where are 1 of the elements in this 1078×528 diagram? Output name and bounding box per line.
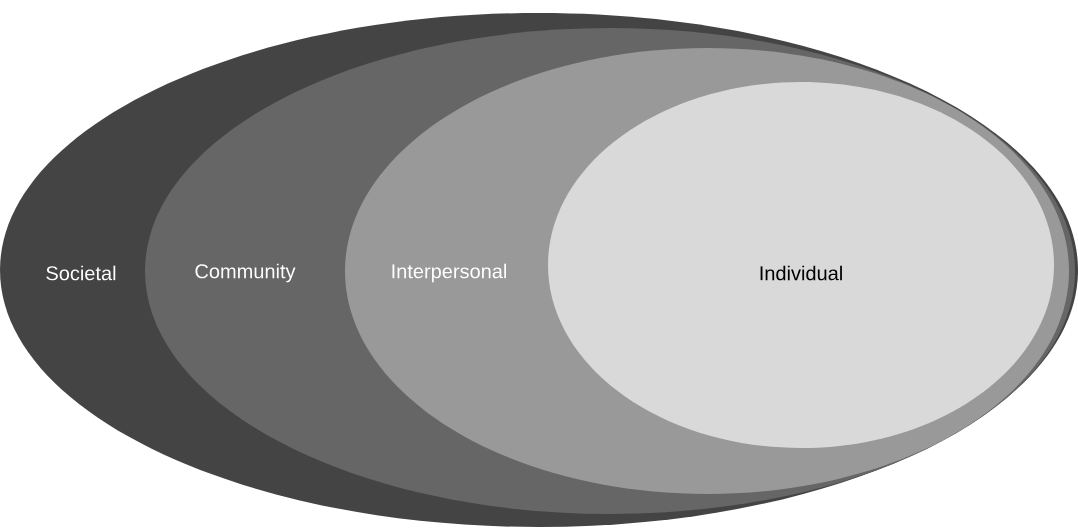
ellipse-region: Individual [548,82,1054,448]
